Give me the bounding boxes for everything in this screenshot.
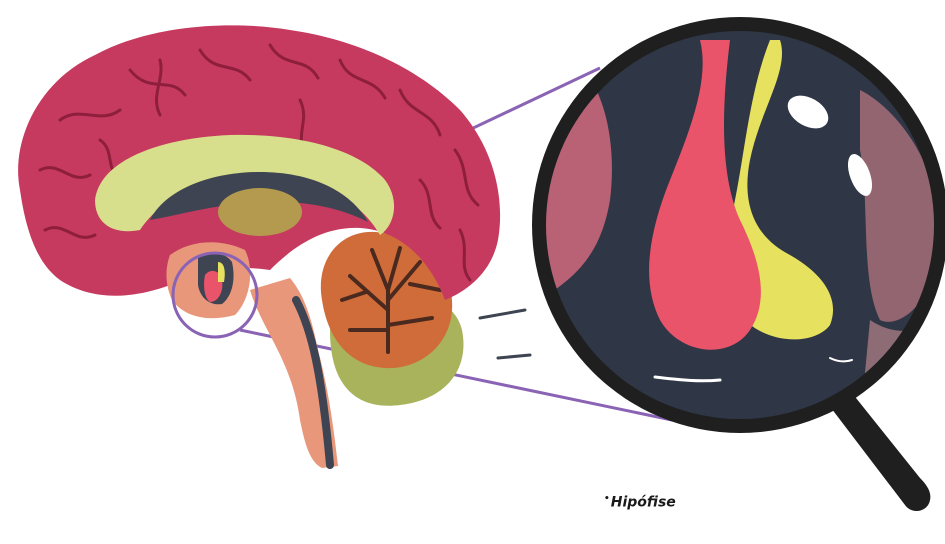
pituitary-caption: •Hipófise [604, 494, 676, 511]
thalamus [218, 188, 302, 236]
caption-label: Hipófise [611, 495, 676, 511]
motion-dashes [480, 310, 530, 358]
magnifying-glass-icon [532, 17, 945, 511]
caption-marker: • [604, 494, 610, 504]
